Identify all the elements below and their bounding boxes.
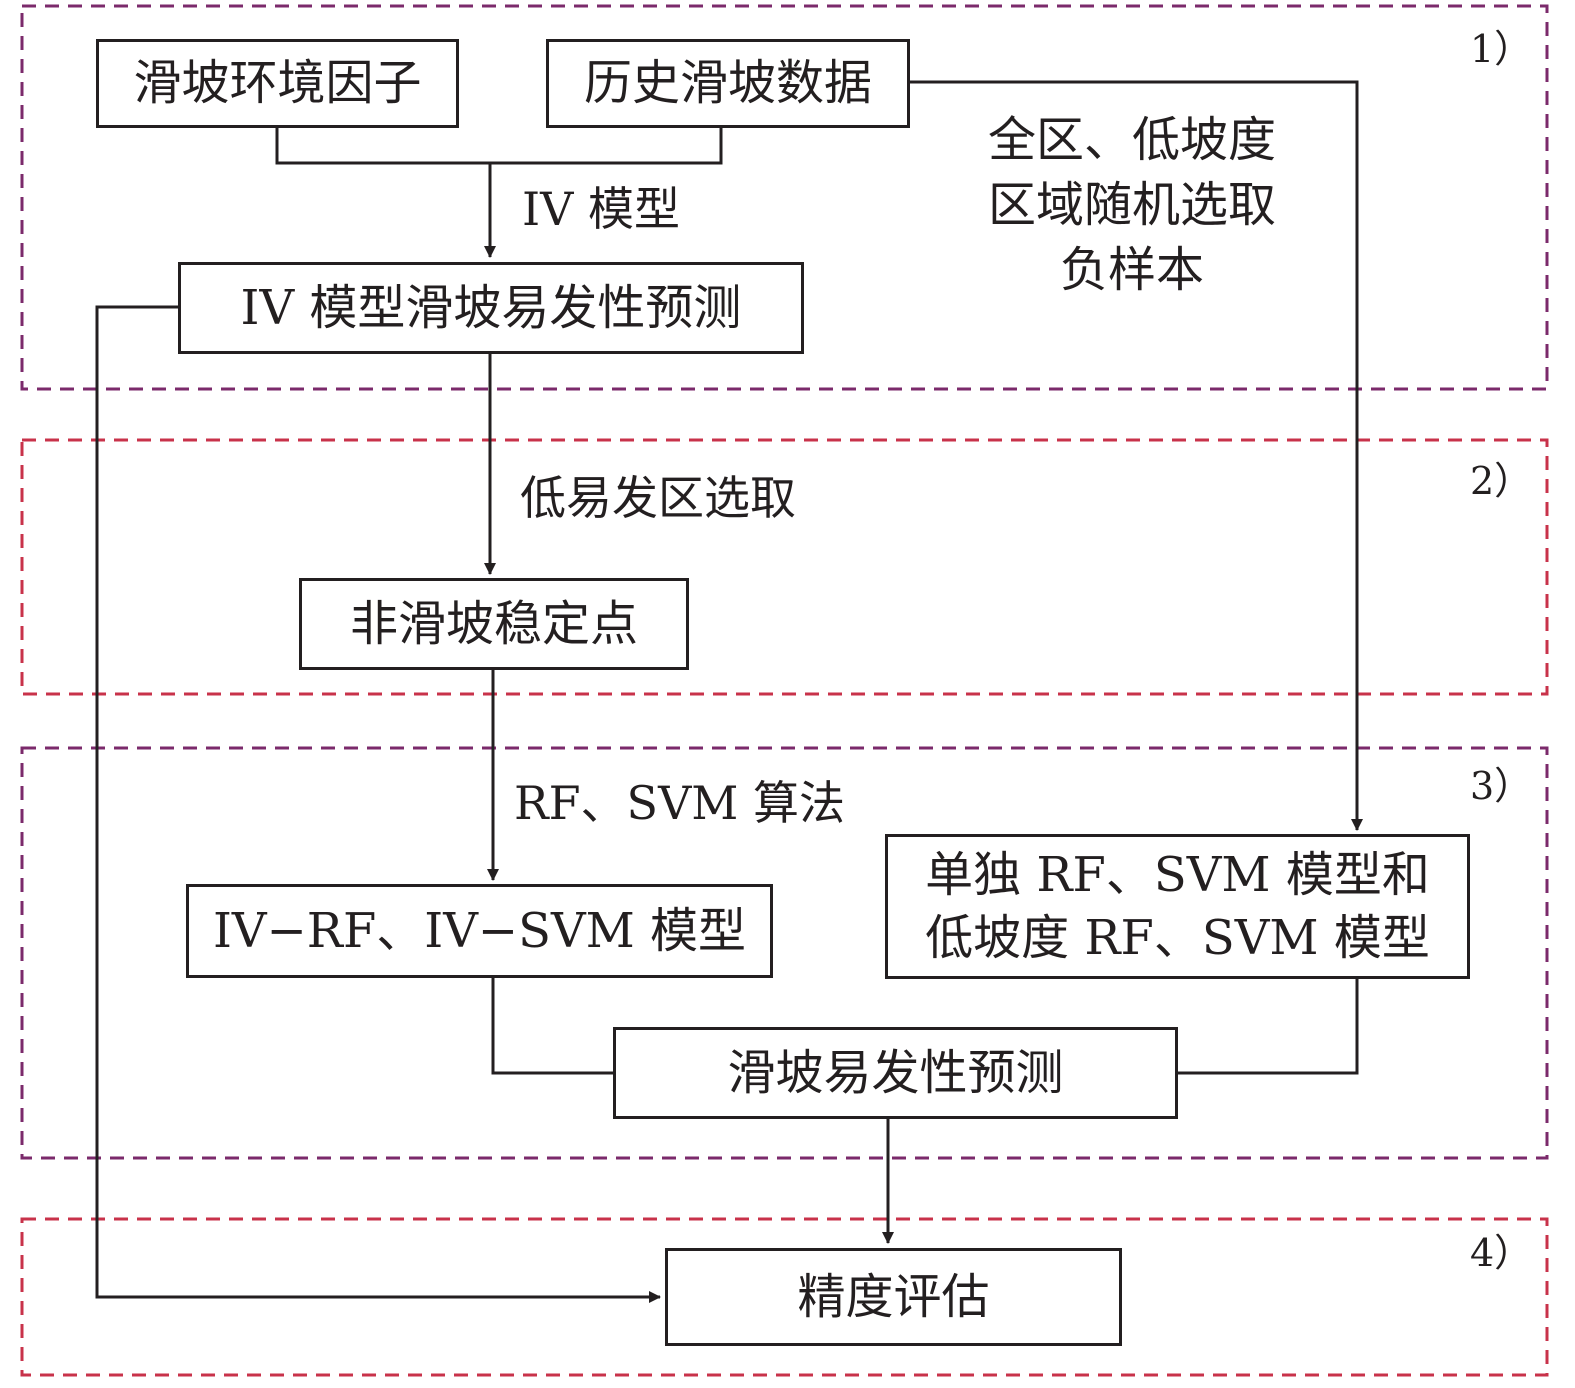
box-env-factors: 滑坡环境因子 [96, 39, 459, 128]
stage-frame-4 [20, 1217, 1549, 1377]
arrow-iv-to-accuracy [95, 305, 661, 1303]
negative-line2: 区域随机选取 [987, 176, 1276, 233]
single-models-line1: 单独 RF、SVM 模型和 [925, 847, 1430, 904]
stage-frame-1 [20, 4, 1549, 391]
link-single-susceptibility [1177, 978, 1359, 1075]
box-non-landslide: 非滑坡稳定点 [299, 578, 689, 670]
negative-line3: 负样本 [1059, 241, 1204, 298]
label-low-area-select: 低易发区选取 [520, 471, 796, 525]
stage-label-4: 4） [1470, 1231, 1533, 1275]
box-iv-prediction: IV 模型滑坡易发性预测 [178, 262, 804, 354]
merge-line-top [275, 127, 723, 165]
stage-label-2: 2） [1470, 459, 1533, 503]
negative-line1: 全区、低坡度 [987, 112, 1276, 168]
arrow-negative-samples [909, 80, 1363, 831]
label-iv-model: IV 模型 [522, 182, 681, 236]
stage-label-3: 3） [1470, 764, 1533, 808]
stage-frame-3 [20, 746, 1549, 1160]
label-negative-samples: 全区、低坡度 区域随机选取 负样本 [962, 108, 1302, 302]
single-models-line2: 低坡度 RF、SVM 模型 [925, 909, 1430, 966]
box-single-models: 单独 RF、SVM 模型和 低坡度 RF、SVM 模型 [885, 834, 1470, 979]
box-susceptibility: 滑坡易发性预测 [613, 1027, 1178, 1119]
label-rf-svm-algorithm: RF、SVM 算法 [514, 776, 846, 830]
box-history-data: 历史滑坡数据 [546, 39, 910, 128]
stage-label-1: 1） [1470, 27, 1533, 71]
stage-frame-2 [20, 438, 1549, 696]
box-iv-rf-svm: IV−RF、IV−SVM 模型 [186, 884, 773, 978]
box-accuracy: 精度评估 [665, 1248, 1122, 1346]
link-ivrf-susceptibility [491, 977, 614, 1075]
